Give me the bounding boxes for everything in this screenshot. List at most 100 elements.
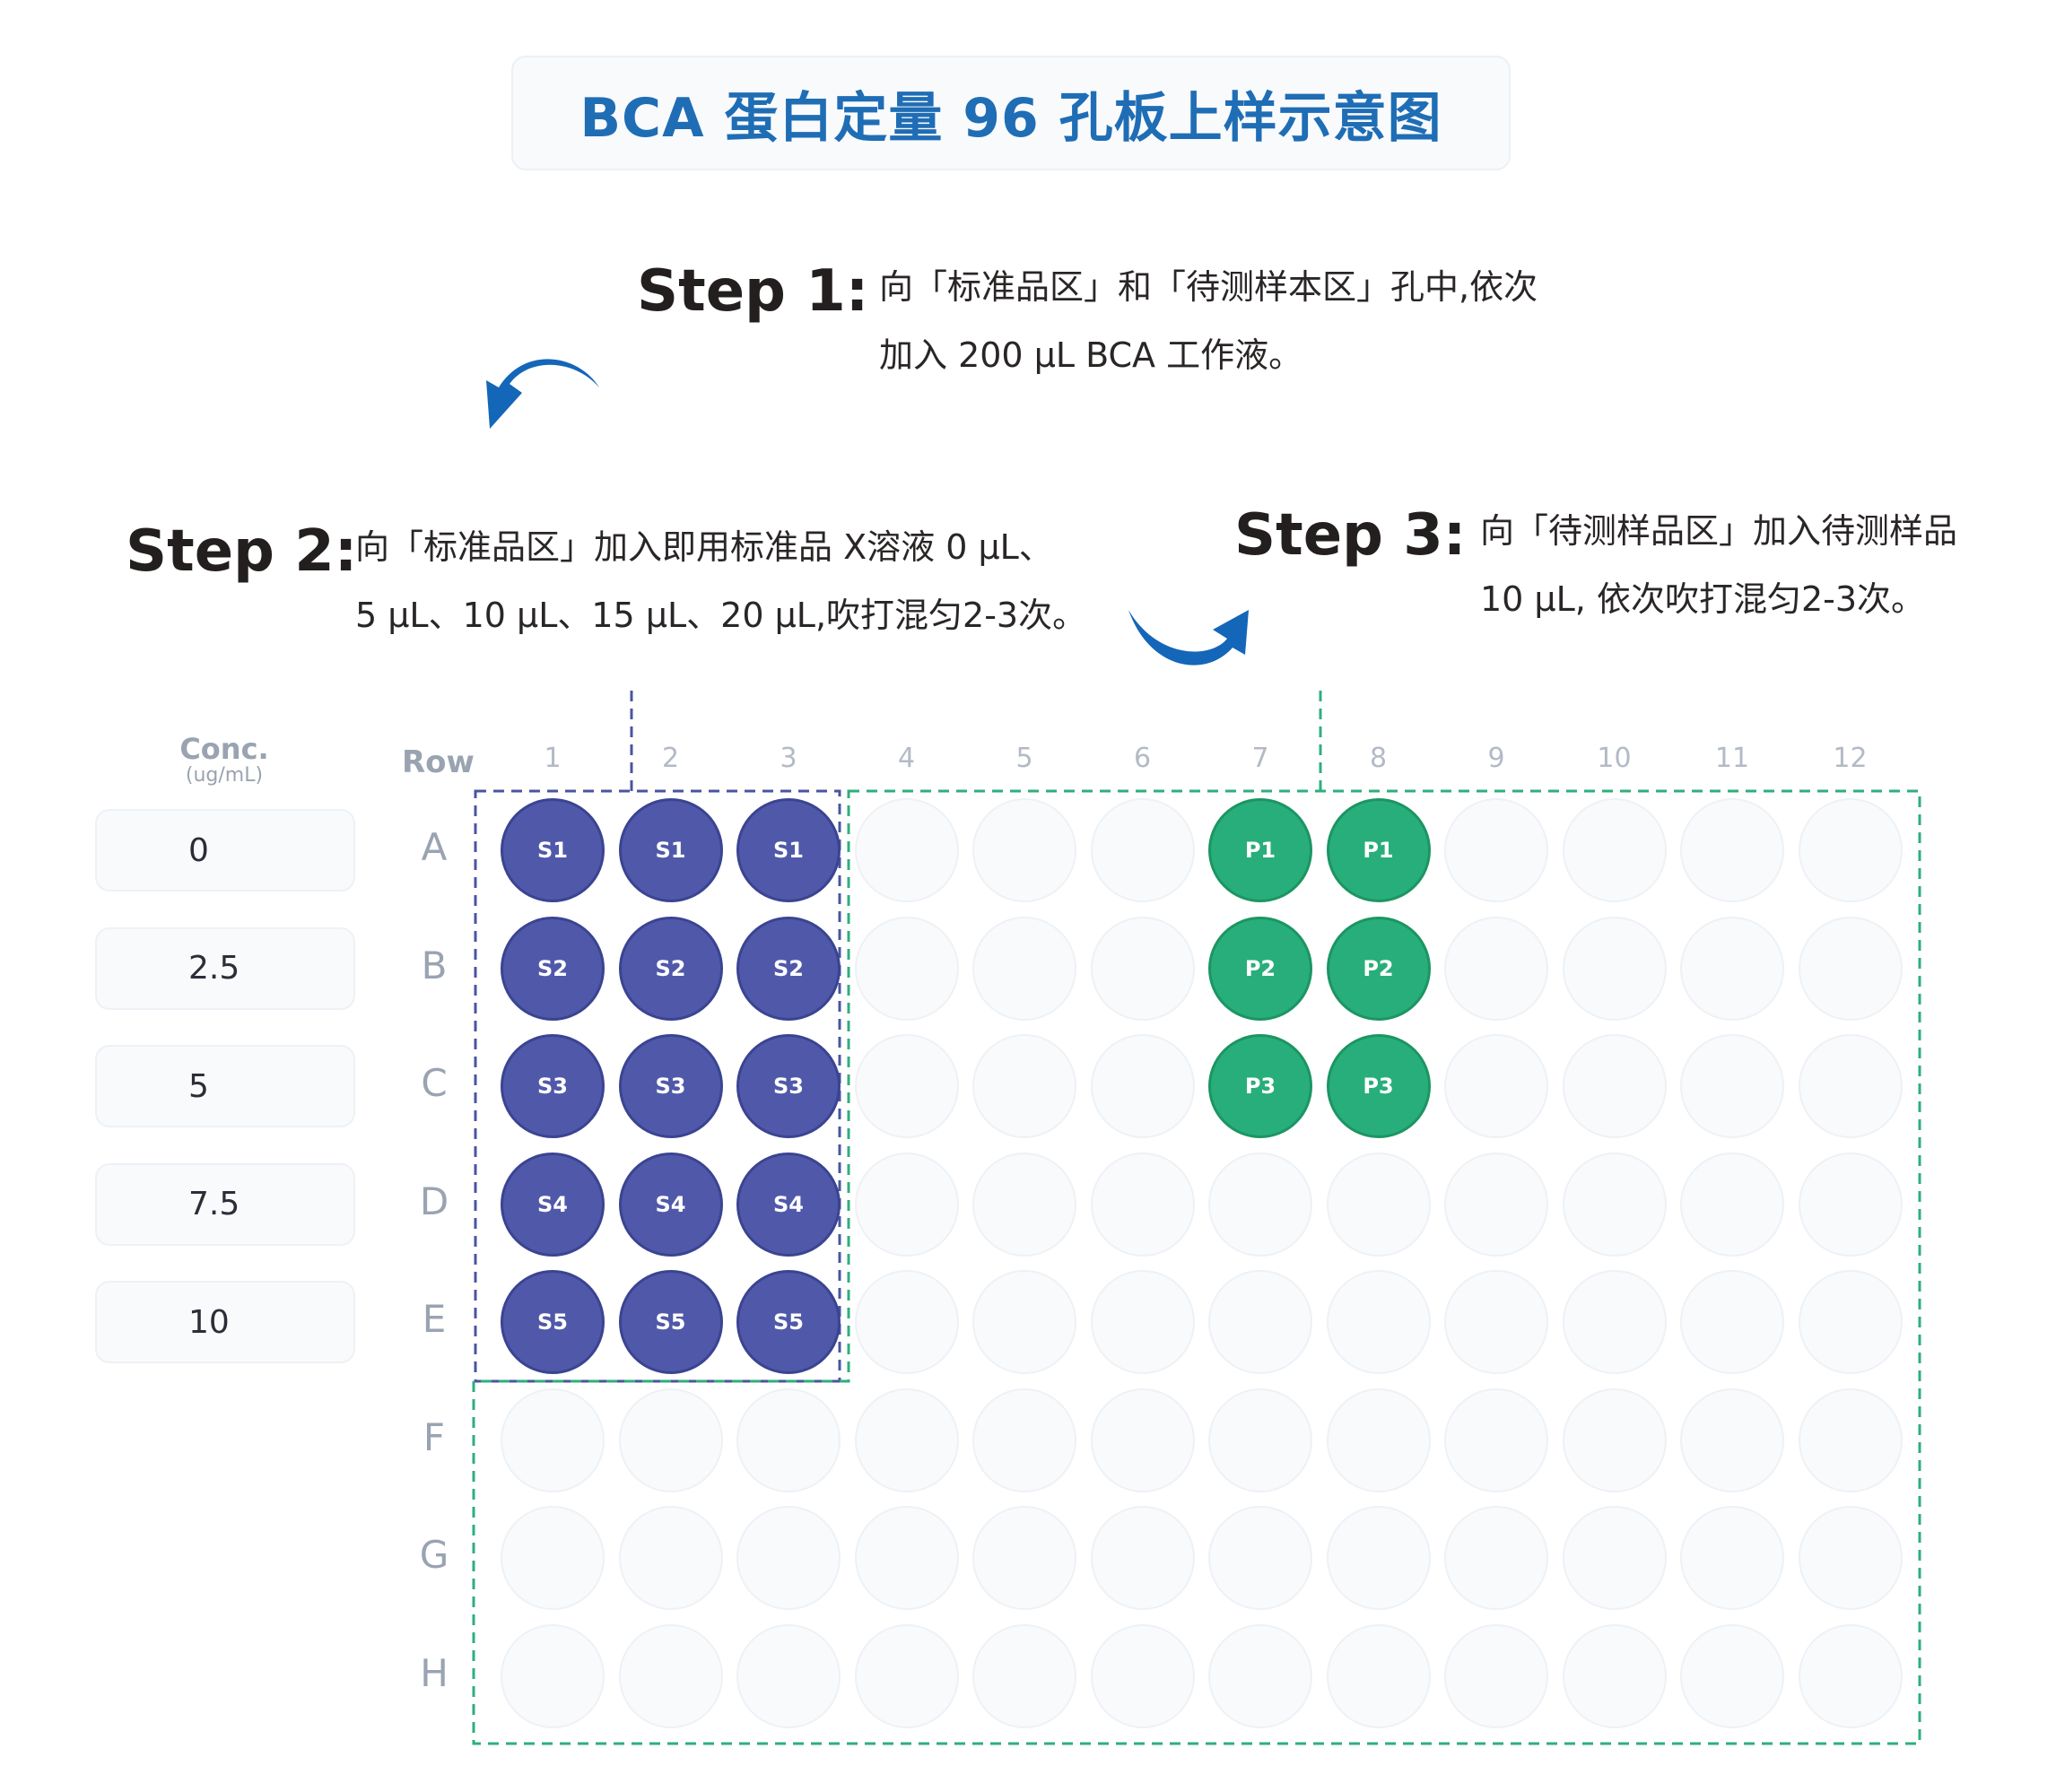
empty-well[interactable] (1562, 1270, 1667, 1374)
empty-well[interactable] (1680, 1152, 1784, 1257)
empty-well[interactable] (618, 1623, 723, 1728)
empty-well[interactable] (501, 1506, 605, 1610)
empty-well[interactable] (1444, 1270, 1548, 1374)
empty-well[interactable] (1798, 1270, 1903, 1374)
standard-well[interactable]: S4 (618, 1152, 723, 1257)
standard-well[interactable]: S2 (618, 916, 723, 1021)
empty-well[interactable] (1562, 916, 1667, 1021)
empty-well[interactable] (1208, 1270, 1312, 1374)
empty-well[interactable] (1680, 1506, 1784, 1610)
empty-well[interactable] (1208, 1387, 1312, 1492)
empty-well[interactable] (618, 1506, 723, 1610)
empty-well[interactable] (1326, 1506, 1431, 1610)
standard-well[interactable]: S5 (501, 1270, 605, 1374)
standard-well[interactable]: S4 (501, 1152, 605, 1257)
standard-well[interactable]: S4 (736, 1152, 841, 1257)
empty-well[interactable] (972, 1270, 1076, 1374)
empty-well[interactable] (736, 1506, 841, 1610)
empty-well[interactable] (501, 1387, 605, 1492)
empty-well[interactable] (1798, 1506, 1903, 1610)
empty-well[interactable] (854, 1623, 959, 1728)
empty-well[interactable] (1444, 1623, 1548, 1728)
empty-well[interactable] (1444, 798, 1548, 902)
empty-well[interactable] (854, 1270, 959, 1374)
empty-well[interactable] (1444, 1152, 1548, 1257)
empty-well[interactable] (1326, 1623, 1431, 1728)
empty-well[interactable] (1326, 1152, 1431, 1257)
empty-well[interactable] (1798, 1034, 1903, 1138)
empty-well[interactable] (972, 1506, 1076, 1610)
standard-well[interactable]: S3 (618, 1034, 723, 1138)
standard-well[interactable]: S3 (736, 1034, 841, 1138)
empty-well[interactable] (1326, 1270, 1431, 1374)
empty-well[interactable] (854, 1034, 959, 1138)
empty-well[interactable] (1326, 1387, 1431, 1492)
empty-well[interactable] (1680, 1623, 1784, 1728)
standard-well[interactable]: S1 (618, 798, 723, 902)
empty-well[interactable] (1680, 916, 1784, 1021)
empty-well[interactable] (1680, 1387, 1784, 1492)
empty-well[interactable] (1090, 1034, 1195, 1138)
empty-well[interactable] (1444, 1387, 1548, 1492)
empty-well[interactable] (854, 916, 959, 1021)
empty-well[interactable] (1444, 916, 1548, 1021)
sample-well[interactable]: P3 (1208, 1034, 1312, 1138)
sample-well[interactable]: P3 (1326, 1034, 1431, 1138)
empty-well[interactable] (854, 798, 959, 902)
standard-well[interactable]: S5 (618, 1270, 723, 1374)
sample-well[interactable]: P2 (1208, 916, 1312, 1021)
empty-well[interactable] (1444, 1034, 1548, 1138)
page-title: BCA 蛋白定量 96 孔板上样示意图 (511, 56, 1511, 170)
empty-well[interactable] (1090, 1152, 1195, 1257)
empty-well[interactable] (854, 1152, 959, 1257)
sample-well[interactable]: P1 (1326, 798, 1431, 902)
column-label: 2 (661, 743, 680, 774)
empty-well[interactable] (972, 1387, 1076, 1492)
empty-well[interactable] (1208, 1506, 1312, 1610)
standard-well[interactable]: S5 (736, 1270, 841, 1374)
empty-well[interactable] (1090, 798, 1195, 902)
standard-well[interactable]: S2 (736, 916, 841, 1021)
empty-well[interactable] (618, 1387, 723, 1492)
empty-well[interactable] (1562, 1506, 1667, 1610)
empty-well[interactable] (854, 1506, 959, 1610)
sample-well[interactable]: P1 (1208, 798, 1312, 902)
empty-well[interactable] (1562, 1152, 1667, 1257)
empty-well[interactable] (1562, 1387, 1667, 1492)
empty-well[interactable] (1444, 1506, 1548, 1610)
empty-well[interactable] (1562, 798, 1667, 902)
empty-well[interactable] (1208, 1623, 1312, 1728)
empty-well[interactable] (1680, 1270, 1784, 1374)
empty-well[interactable] (972, 1623, 1076, 1728)
empty-well[interactable] (736, 1623, 841, 1728)
empty-well[interactable] (1798, 798, 1903, 902)
empty-well[interactable] (1798, 1387, 1903, 1492)
empty-well[interactable] (972, 916, 1076, 1021)
empty-well[interactable] (972, 1152, 1076, 1257)
empty-well[interactable] (1090, 1387, 1195, 1492)
standard-well[interactable]: S3 (501, 1034, 605, 1138)
standard-well[interactable]: S2 (501, 916, 605, 1021)
empty-well[interactable] (1680, 798, 1784, 902)
sample-well[interactable]: P2 (1326, 916, 1431, 1021)
empty-well[interactable] (972, 798, 1076, 902)
empty-well[interactable] (1090, 1506, 1195, 1610)
empty-well[interactable] (1090, 1270, 1195, 1374)
standard-well[interactable]: S1 (501, 798, 605, 902)
standard-well[interactable]: S1 (736, 798, 841, 902)
empty-well[interactable] (501, 1623, 605, 1728)
empty-well[interactable] (1680, 1034, 1784, 1138)
empty-well[interactable] (736, 1387, 841, 1492)
empty-well[interactable] (1798, 916, 1903, 1021)
empty-well[interactable] (1562, 1034, 1667, 1138)
step-3-line-2: 10 μL, 依次吹打混匀2-3次。 (1480, 579, 1926, 619)
empty-well[interactable] (1562, 1623, 1667, 1728)
conc-value-box: 2.5 (95, 926, 355, 1010)
empty-well[interactable] (1090, 916, 1195, 1021)
empty-well[interactable] (1090, 1623, 1195, 1728)
empty-well[interactable] (854, 1387, 959, 1492)
empty-well[interactable] (1208, 1152, 1312, 1257)
empty-well[interactable] (1798, 1152, 1903, 1257)
empty-well[interactable] (1798, 1623, 1903, 1728)
empty-well[interactable] (972, 1034, 1076, 1138)
